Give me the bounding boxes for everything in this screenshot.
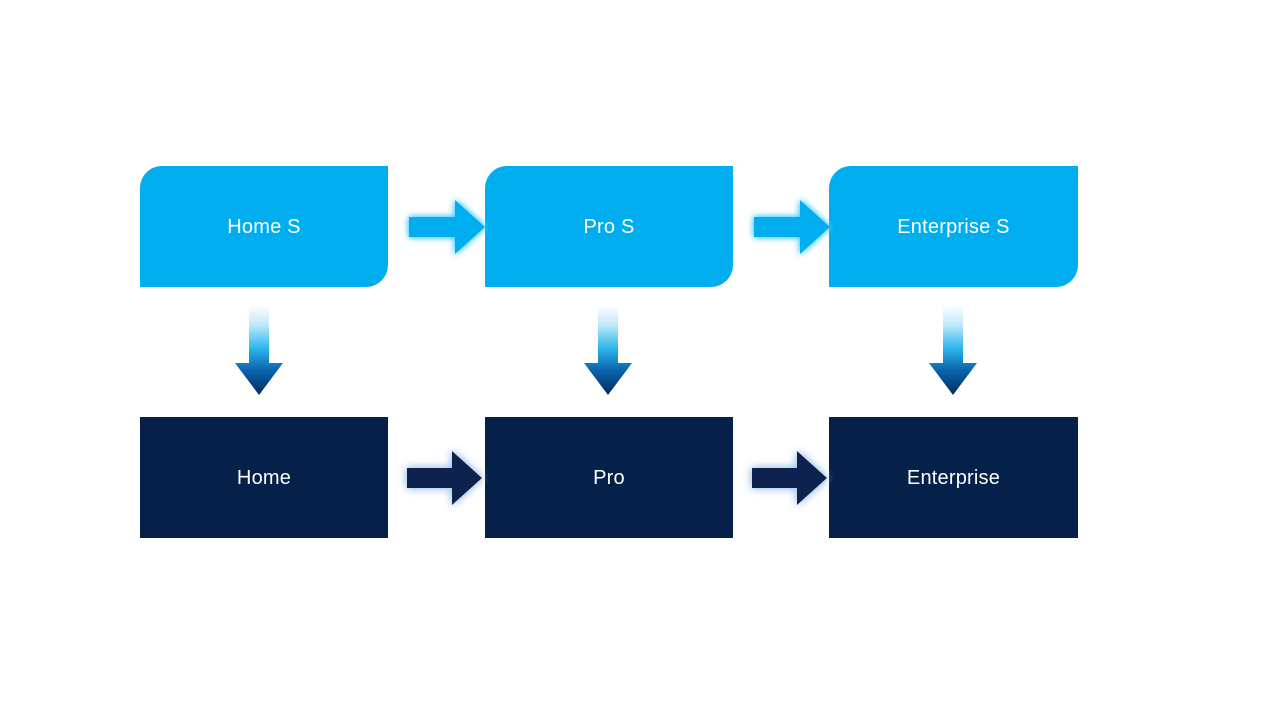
node-enterprise-s[interactable]: Enterprise S: [829, 166, 1078, 287]
node-enterprise-s-label: Enterprise S: [897, 215, 1010, 238]
node-home-s-label: Home S: [227, 215, 301, 238]
node-pro[interactable]: Pro: [485, 417, 733, 538]
node-home-s[interactable]: Home S: [140, 166, 388, 287]
node-enterprise[interactable]: Enterprise: [829, 417, 1078, 538]
node-pro-s-label: Pro S: [583, 215, 635, 238]
node-pro-s[interactable]: Pro S: [485, 166, 733, 287]
node-enterprise-label: Enterprise: [906, 466, 1001, 489]
node-home-label: Home: [236, 466, 292, 489]
node-home[interactable]: Home: [140, 417, 388, 538]
arrow-enterprise-s-to-enterprise-icon: [928, 305, 978, 397]
arrow-pro-to-enterprise-icon: [746, 447, 830, 509]
arrow-pro-s-to-enterprise-s-icon: [750, 196, 834, 258]
arrow-home-s-to-pro-s-icon: [405, 196, 489, 258]
arrow-pro-s-to-pro-icon: [583, 305, 633, 397]
node-pro-label: Pro: [593, 466, 625, 489]
arrow-home-s-to-home-icon: [234, 305, 284, 397]
arrow-home-to-pro-icon: [401, 447, 485, 509]
